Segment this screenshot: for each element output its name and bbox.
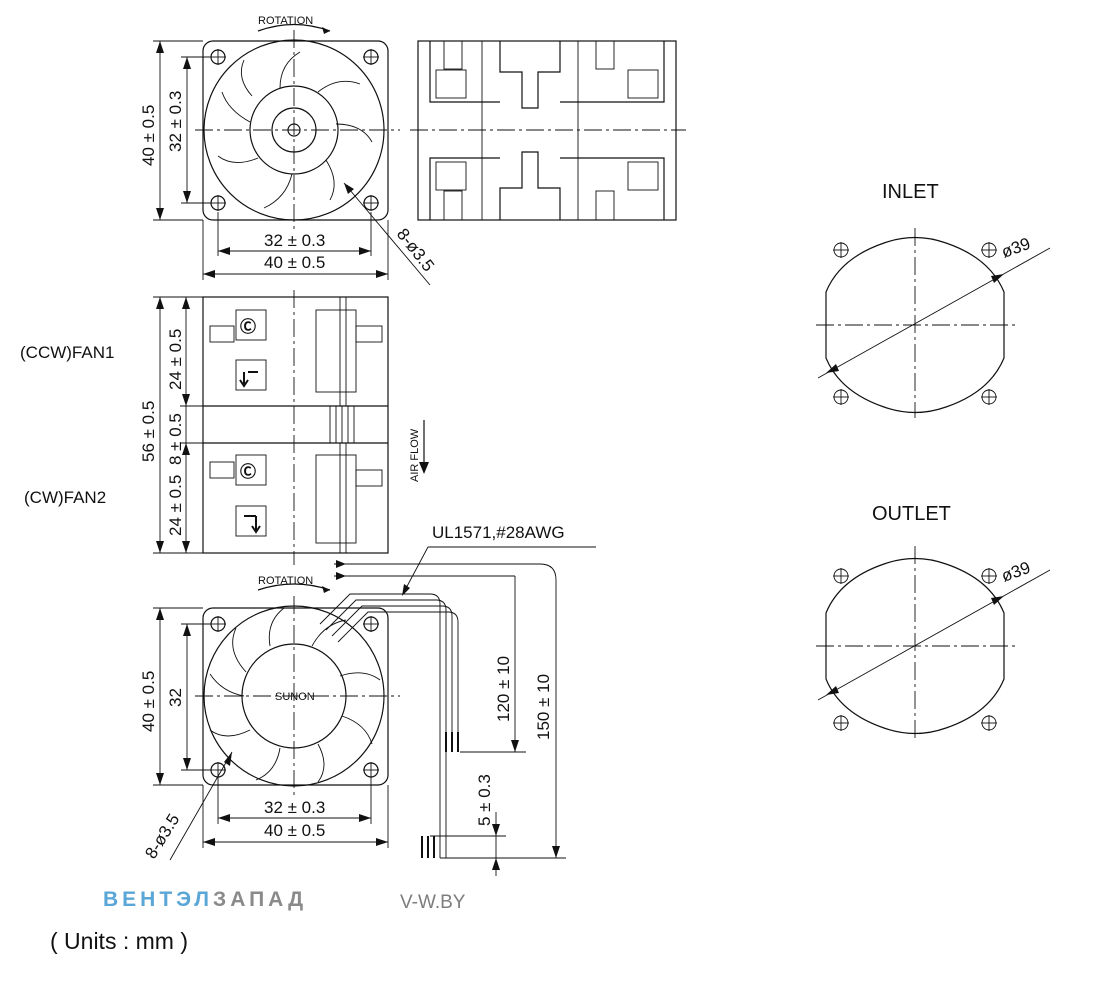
mount-hole-icon [833, 568, 997, 731]
dim-top-inner-h: 32 ± 0.3 [166, 91, 185, 152]
dim-bot-inner-w: 32 ± 0.3 [264, 798, 325, 817]
units-note: ( Units : mm ) [50, 928, 188, 954]
cable-label: UL1571,#28AWG [432, 523, 565, 542]
top-side-view [410, 40, 686, 221]
dim-side-fan2: 24 ± 0.5 [166, 475, 185, 536]
mount-hole-icon [210, 49, 379, 211]
outlet-view: OUTLET ø39 [816, 503, 1051, 740]
brand-part1: ВЕНТЭЛ [103, 888, 214, 911]
dim-bot-outer-w: 40 ± 0.5 [264, 821, 325, 840]
fan2-label: (CW)FAN2 [24, 488, 106, 507]
sunon-logo: SUNON [275, 691, 315, 703]
dim-top-outer-h: 40 ± 0.5 [139, 105, 158, 166]
mount-hole-icon [210, 616, 379, 778]
dim-lead-150: 150 ± 10 [534, 674, 553, 740]
bottom-front-view: UL1571,#28AWG ROTATION SUNON [139, 523, 596, 876]
fan1-label: (CCW)FAN1 [20, 343, 114, 362]
top-front-view: ROTATION 40 ± 0.5 [139, 15, 438, 286]
dim-strip: 5 ± 0.3 [475, 774, 494, 826]
outlet-label: OUTLET [872, 503, 951, 525]
site-watermark: V-W.BY [400, 892, 466, 913]
mount-hole-icon [833, 242, 997, 405]
ce-mark-icon: Ⓒ [240, 462, 256, 481]
rotation-label-top: ROTATION [258, 15, 313, 27]
air-flow-label: AIR FLOW [409, 428, 421, 482]
brand-watermark: ВЕНТЭЛЗАПАД [103, 888, 307, 912]
dim-lead-120: 120 ± 10 [494, 656, 513, 722]
ce-mark-icon: Ⓒ [240, 317, 256, 336]
dim-top-outer-w: 40 ± 0.5 [264, 253, 325, 272]
inlet-label: INLET [882, 181, 939, 203]
rotation-label-bottom: ROTATION [258, 575, 313, 587]
brand-part2: ЗАПАД [213, 888, 308, 911]
dim-bot-inner-h: 32 [166, 688, 185, 707]
inlet-diameter: ø39 [999, 234, 1033, 262]
inlet-view: INLET ø39 [816, 181, 1051, 418]
outlet-diameter: ø39 [999, 558, 1033, 586]
middle-side-view: (CCW)FAN1 (CW)FAN2 Ⓒ Ⓒ AIR FLOW [20, 290, 429, 565]
dim-top-inner-w: 32 ± 0.3 [264, 231, 325, 250]
dim-bot-outer-h: 40 ± 0.5 [139, 671, 158, 732]
dim-bot-holes: 8-ø3.5 [141, 810, 183, 862]
dim-side-total: 56 ± 0.5 [139, 401, 158, 462]
dim-side-gap: 8 ± 0.5 [166, 413, 185, 465]
dim-side-fan1: 24 ± 0.5 [166, 329, 185, 390]
